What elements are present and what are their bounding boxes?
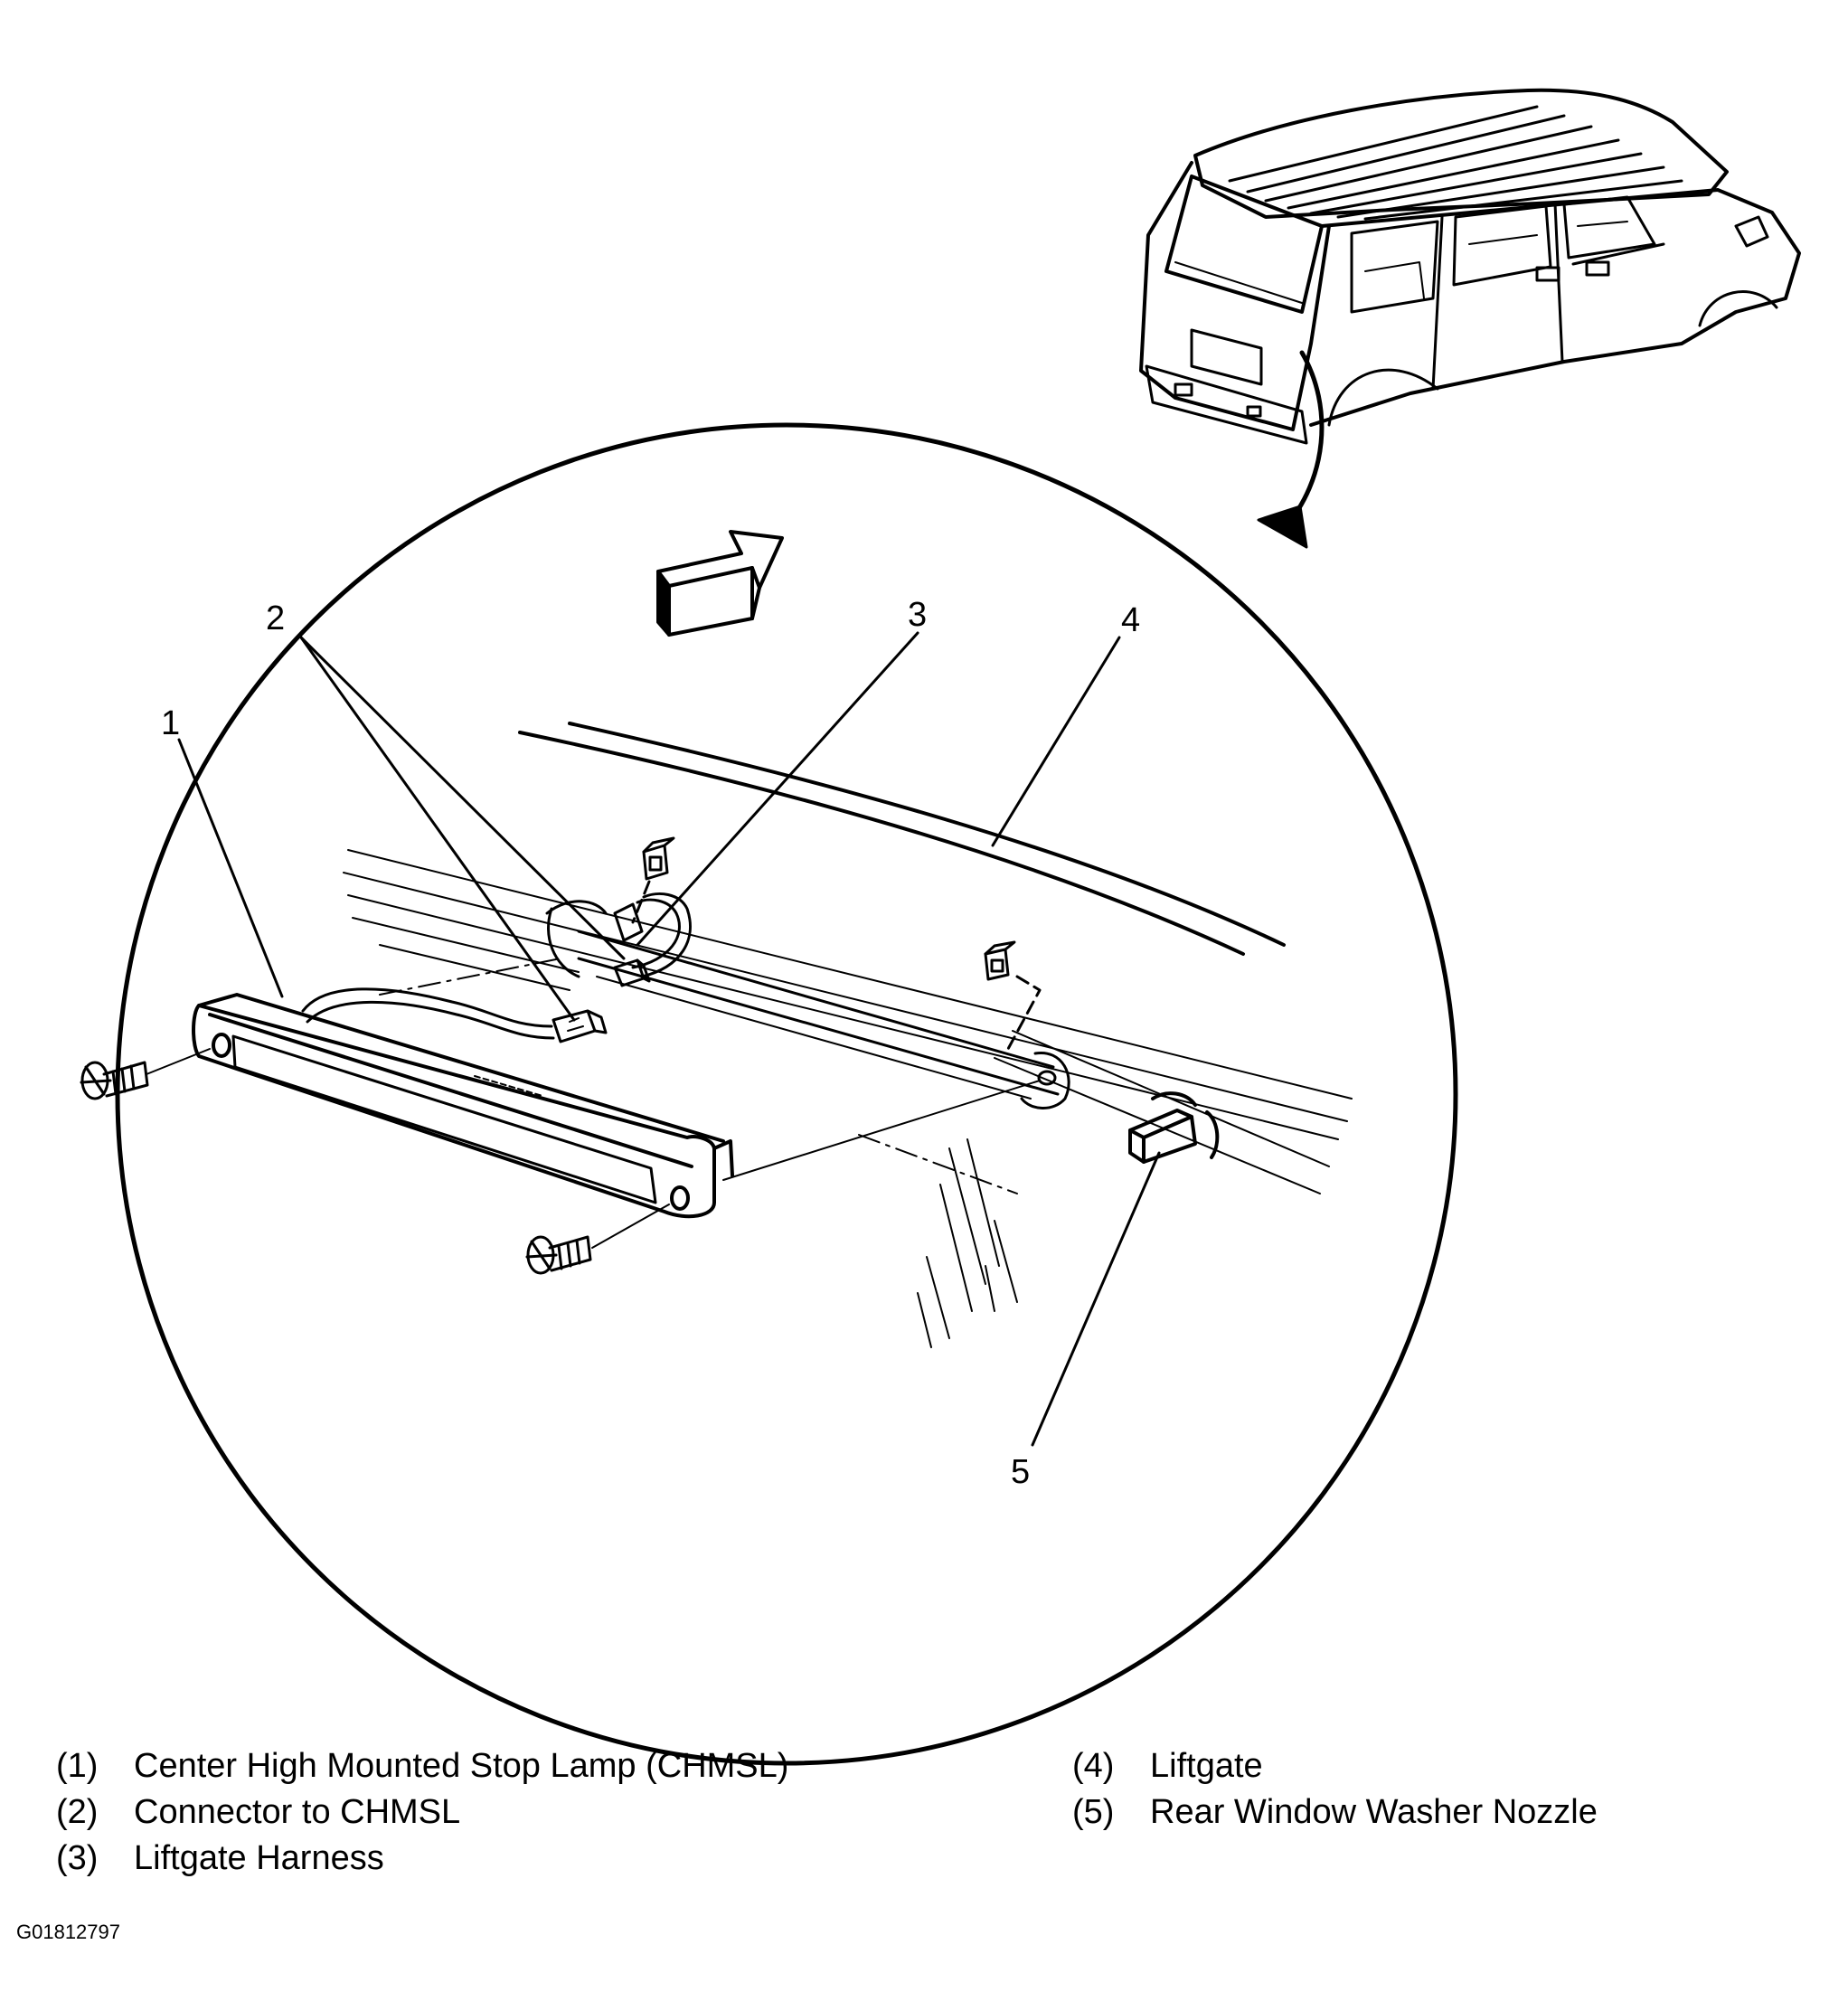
- figure-code: G01812797: [16, 1921, 120, 1943]
- callout-3: 3: [908, 596, 927, 634]
- retainer-clip: [642, 836, 675, 881]
- harness-connector: [613, 902, 651, 987]
- legend-item: (5) Rear Window Washer Nozzle: [1072, 1789, 1598, 1836]
- retainer-clip: [984, 940, 1016, 981]
- legend-item: (1) Center High Mounted Stop Lamp (CHMSL…: [56, 1743, 788, 1789]
- liftgate-harness: [301, 892, 692, 1040]
- minivan-illustration: [1139, 88, 1801, 549]
- callout-1: 1: [161, 704, 180, 742]
- chmsl-stop-lamp: [192, 993, 734, 1219]
- legend-column-right: (4) Liftgate (5) Rear Window Washer Nozz…: [1072, 1743, 1598, 1836]
- legend-text: Connector to CHMSL: [134, 1793, 461, 1831]
- legend-number: (3): [56, 1839, 99, 1877]
- legend-text: Liftgate: [1150, 1747, 1263, 1785]
- screw: [80, 1061, 149, 1100]
- legend-text: Rear Window Washer Nozzle: [1150, 1793, 1598, 1831]
- legend-text: Center High Mounted Stop Lamp (CHMSL): [134, 1747, 789, 1785]
- chmsl-connector: [552, 1009, 608, 1043]
- liftgate-outline: [343, 722, 1353, 1194]
- forward-direction-arrow: [656, 530, 784, 637]
- legend-text: Liftgate Harness: [134, 1839, 384, 1877]
- mounting-channel: [545, 900, 1070, 1109]
- screw: [525, 1235, 592, 1275]
- legend-number: (1): [56, 1747, 99, 1785]
- rear-window-washer-nozzle: [1128, 1091, 1220, 1164]
- callout-leader-lines: [177, 631, 1161, 1447]
- legend-number: (2): [56, 1793, 99, 1831]
- glass-reflection-lines: [917, 1138, 1018, 1348]
- legend-column-left: (1) Center High Mounted Stop Lamp (CHMSL…: [56, 1743, 788, 1882]
- legend-item: (3) Liftgate Harness: [56, 1836, 788, 1882]
- callout-4: 4: [1121, 601, 1140, 639]
- legend-number: (4): [1072, 1747, 1115, 1785]
- legend-item: (2) Connector to CHMSL: [56, 1789, 788, 1836]
- legend-number: (5): [1072, 1793, 1115, 1831]
- callout-5: 5: [1011, 1453, 1030, 1491]
- callout-2: 2: [266, 599, 285, 637]
- legend-item: (4) Liftgate: [1072, 1743, 1598, 1789]
